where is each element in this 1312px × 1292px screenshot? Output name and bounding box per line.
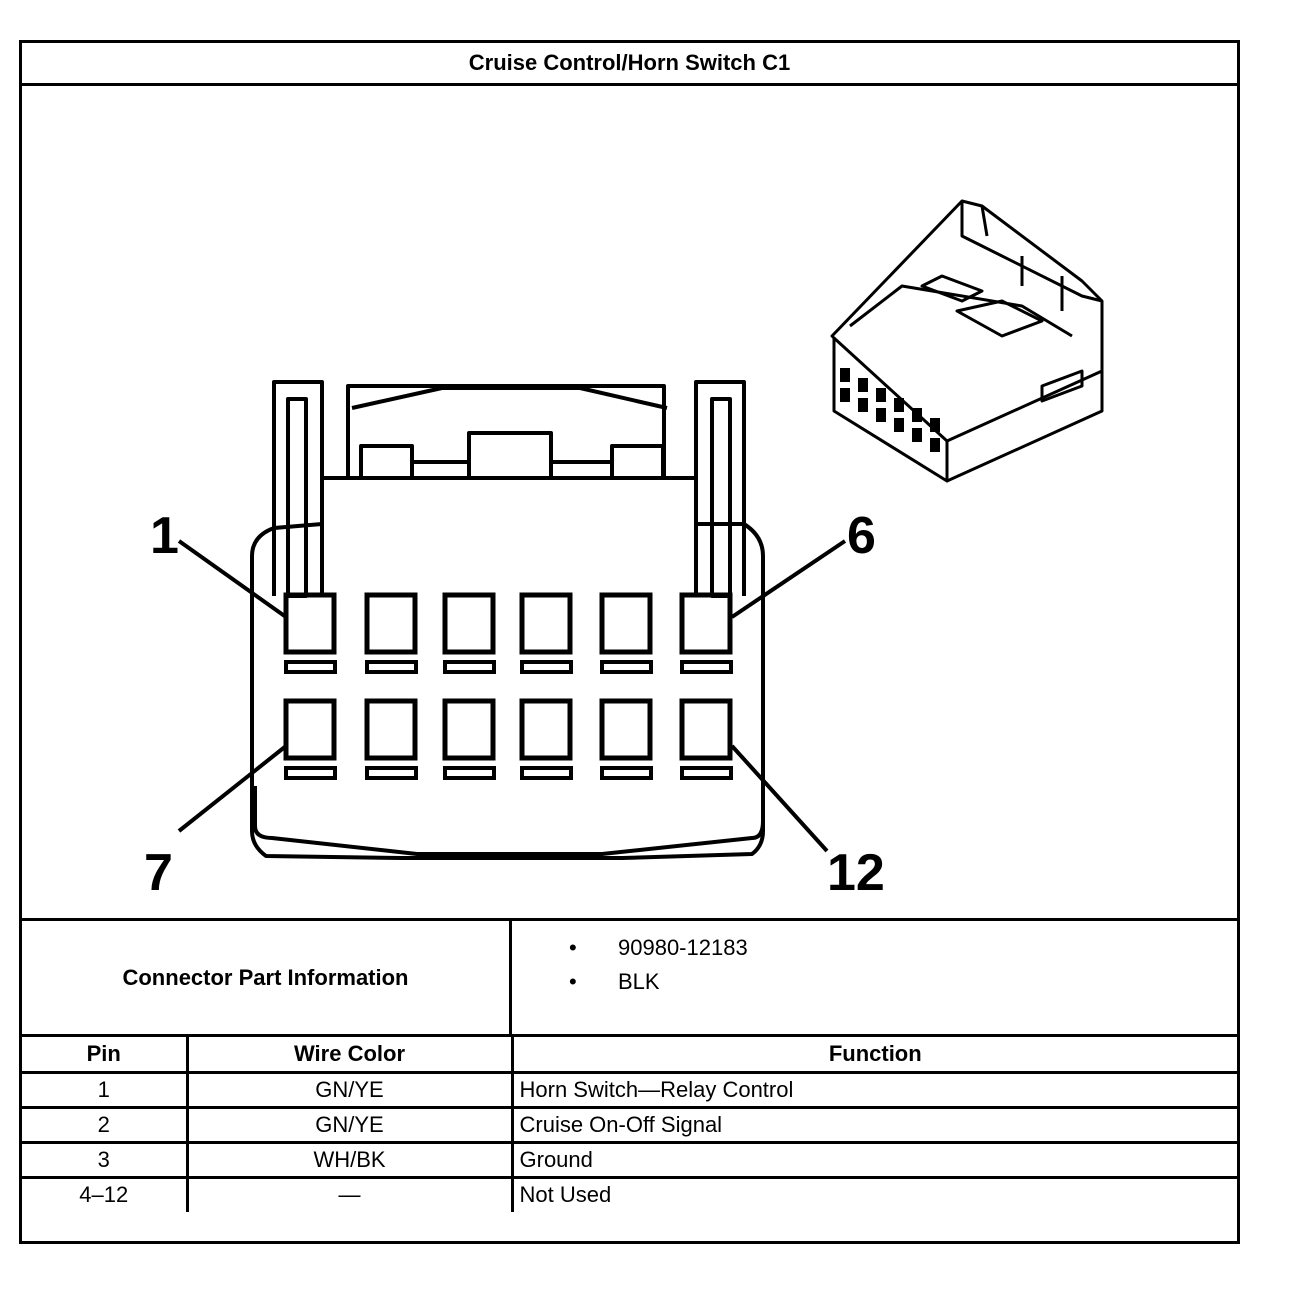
- cavity-pin-10: [519, 698, 573, 761]
- latch-block-right: [610, 444, 665, 480]
- table-row: 4–12 — Not Used: [22, 1175, 1237, 1212]
- side-tab-right: [694, 380, 746, 596]
- cavity-pin-4: [519, 592, 573, 655]
- leader-line-pin-6: [730, 539, 847, 619]
- cavity-pin-12: [679, 698, 733, 761]
- leader-line-pin-1: [177, 539, 288, 619]
- pin-cell: 1: [22, 1070, 189, 1109]
- table-row: 2 GN/YE Cruise On-Off Signal: [22, 1105, 1237, 1144]
- cavity-pin-8: [364, 698, 418, 761]
- pin-label-6: 6: [847, 507, 876, 565]
- cavity-pin-1: [283, 592, 337, 655]
- header-wire-color: Wire Color: [185, 1037, 514, 1074]
- latch-block-left: [359, 444, 414, 480]
- wire-color-cell: —: [185, 1175, 514, 1212]
- connector-drawing: 1 6 7 12: [144, 199, 1104, 902]
- connector-diagram: 1 6 7 12: [22, 86, 1237, 918]
- sheet-title: Cruise Control/Horn Switch C1: [22, 43, 1237, 86]
- connector-housing: [250, 476, 765, 860]
- function-cell: Horn Switch—Relay Control: [510, 1070, 1237, 1109]
- table-row: 1 GN/YE Horn Switch—Relay Control: [22, 1070, 1237, 1109]
- cavity-pin-6: [679, 592, 733, 655]
- cavity-pin-3: [442, 592, 496, 655]
- connector-part-info-row: Connector Part Information 90980-12183 B…: [22, 918, 1237, 1037]
- pin-cell: 2: [22, 1105, 189, 1144]
- wire-color-cell: GN/YE: [185, 1070, 514, 1109]
- wire-color-cell: WH/BK: [185, 1140, 514, 1179]
- function-cell: Ground: [510, 1140, 1237, 1179]
- connector-isometric-view: [830, 199, 1104, 483]
- connector-part-info-label: Connector Part Information: [22, 921, 512, 1034]
- function-cell: Not Used: [510, 1175, 1237, 1212]
- cavity-pin-5: [599, 592, 653, 655]
- part-number-item: 90980-12183: [512, 931, 1237, 965]
- cavity-pin-9: [442, 698, 496, 761]
- pin-table-header: Pin Wire Color Function: [22, 1037, 1237, 1074]
- connector-part-info-list: 90980-12183 BLK: [512, 921, 1237, 1044]
- pin-table: Pin Wire Color Function 1 GN/YE Horn Swi…: [22, 1037, 1237, 1212]
- connector-sheet: Cruise Control/Horn Switch C1: [19, 40, 1240, 1244]
- pin-label-7: 7: [144, 844, 173, 902]
- header-function: Function: [510, 1037, 1237, 1074]
- latch-block-center: [467, 431, 553, 480]
- pin-cell: 3: [22, 1140, 189, 1179]
- cavity-pin-2: [364, 592, 418, 655]
- side-tab-left: [272, 380, 324, 596]
- pin-cell: 4–12: [22, 1175, 189, 1212]
- leader-line-pin-7: [177, 744, 288, 833]
- function-cell: Cruise On-Off Signal: [510, 1105, 1237, 1144]
- pin-label-12: 12: [827, 844, 885, 902]
- leader-line-pin-12: [730, 744, 829, 853]
- cavity-pin-11: [599, 698, 653, 761]
- cavity-pin-7: [283, 698, 337, 761]
- table-row: 3 WH/BK Ground: [22, 1140, 1237, 1179]
- connector-color-item: BLK: [512, 965, 1237, 999]
- pin-label-1: 1: [150, 507, 179, 565]
- wire-color-cell: GN/YE: [185, 1105, 514, 1144]
- header-pin: Pin: [22, 1037, 189, 1074]
